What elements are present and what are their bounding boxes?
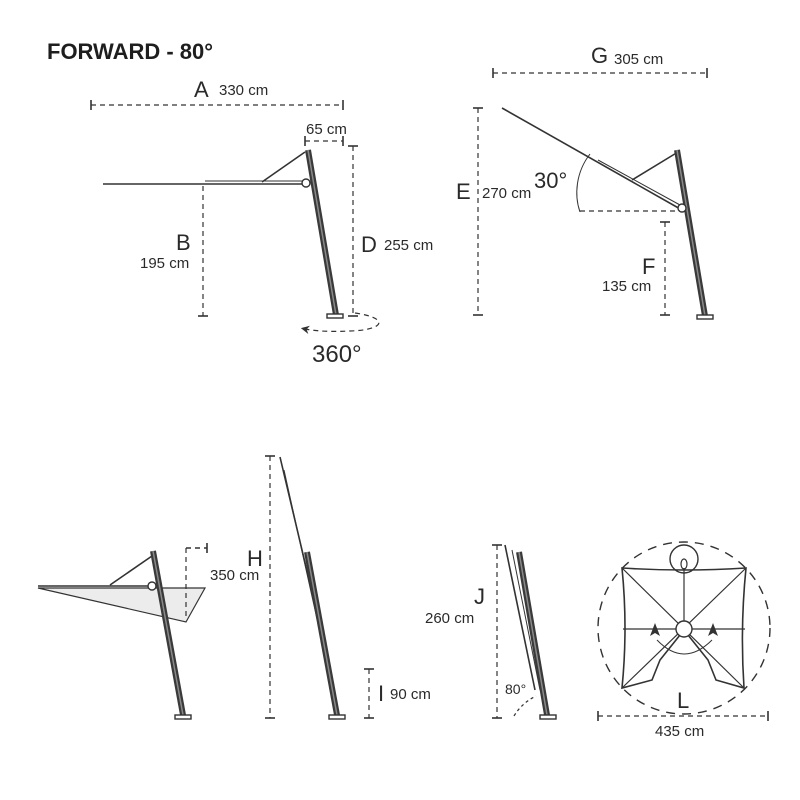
dimension-f: F 135 cm — [602, 221, 670, 316]
tilt-angle: 30° — [534, 153, 680, 213]
tilt-angle-value: 30° — [534, 168, 567, 193]
dimension-f-letter: F — [642, 254, 655, 279]
dimension-a: A 330 cm — [90, 77, 344, 110]
panel-side: 350 cm — [37, 543, 259, 720]
dimension-e-letter: E — [456, 179, 471, 204]
dimension-b-letter: B — [176, 230, 191, 255]
panel-tilt: G 305 cm E 270 cm 30° F — [456, 43, 714, 320]
folded-angle-value: 80° — [505, 681, 526, 697]
umbrella-tilted — [501, 107, 714, 320]
dimension-j-value: 260 cm — [425, 610, 474, 627]
side-shade-value: 350 cm — [210, 567, 259, 584]
panel-top: L 435 cm — [597, 541, 771, 740]
dimension-e-value: 270 cm — [482, 185, 531, 202]
dimension-a-letter: A — [194, 77, 209, 102]
dimension-e: E 270 cm — [456, 107, 531, 316]
dimension-h-letter: H — [247, 546, 263, 571]
dimension-l-letter: L — [677, 688, 689, 713]
rotation-value: 360° — [312, 341, 362, 368]
dimension-i-letter: I — [378, 681, 384, 706]
panel-forward: A 330 cm 65 cm D 255 cm B — [90, 77, 433, 368]
rotation-indicator: 360° — [300, 312, 380, 368]
dimension-b: B 195 cm — [140, 186, 208, 317]
dimension-arm-offset: 65 cm — [304, 121, 347, 146]
dimension-l-value: 435 cm — [655, 723, 704, 740]
arm-offset-value: 65 cm — [306, 121, 347, 138]
dimension-g-letter: G — [591, 43, 608, 68]
dimension-d: D 255 cm — [348, 145, 433, 317]
dimension-b-value: 195 cm — [140, 255, 189, 272]
dimension-g: G 305 cm — [492, 43, 708, 78]
panel-folded: J 260 cm 80° — [425, 544, 557, 720]
panel-closed: H I 90 cm — [247, 455, 431, 720]
dimension-j-letter: J — [474, 584, 485, 609]
dimension-d-value: 255 cm — [384, 237, 433, 254]
dimension-g-value: 305 cm — [614, 51, 663, 68]
dimension-f-value: 135 cm — [602, 278, 651, 295]
umbrella-open-forward — [103, 149, 344, 319]
dimension-d-letter: D — [361, 232, 377, 257]
dimension-i-value: 90 cm — [390, 686, 431, 703]
diagram-title: FORWARD - 80° — [47, 39, 213, 64]
dimension-a-value: 330 cm — [219, 82, 268, 99]
